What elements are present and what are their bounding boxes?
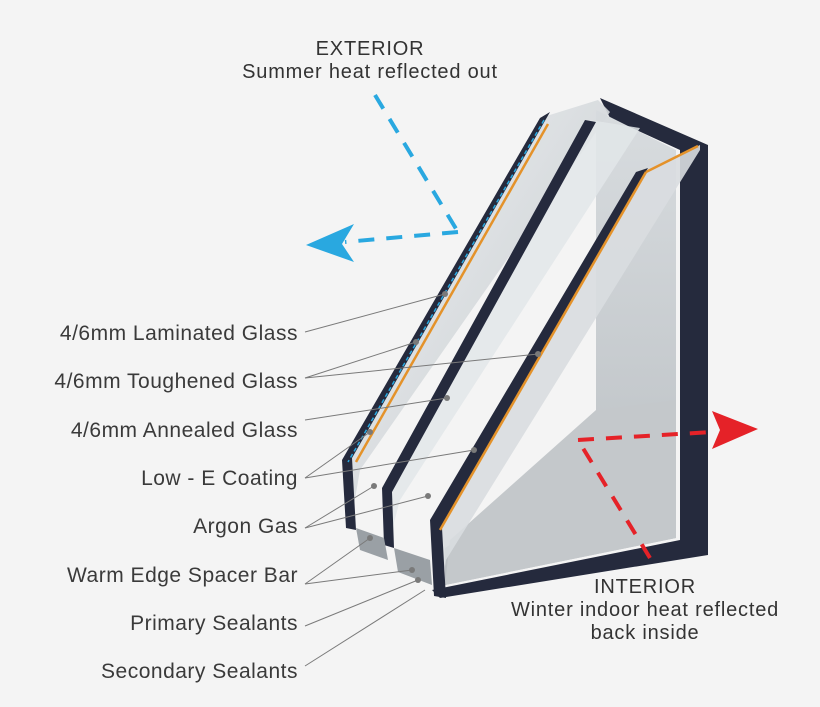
low-e-coating-line <box>354 123 550 463</box>
exterior-heat-arrow <box>306 93 460 262</box>
label-warm-edge-spacer-bar: Warm Edge Spacer Bar <box>67 564 298 587</box>
label-laminated-glass: 4/6mm Laminated Glass <box>59 322 298 345</box>
interior-line2: back inside <box>590 622 700 644</box>
exterior-caption: EXTERIOR Summer heat reflected out <box>200 38 540 84</box>
exterior-title: EXTERIOR <box>315 38 425 60</box>
interior-caption: INTERIOR Winter indoor heat reflected ba… <box>470 576 820 645</box>
inner-sill <box>445 400 676 585</box>
annealed-coating-line <box>438 171 648 531</box>
annealed-coating-top <box>645 144 699 174</box>
annealed-glass <box>434 145 700 598</box>
label-toughened-glass: 4/6mm Toughened Glass <box>54 370 298 393</box>
leader-lines <box>304 293 539 667</box>
label-primary-sealants: Primary Sealants <box>130 612 298 635</box>
label-annealed-glass: 4/6mm Annealed Glass <box>70 419 298 442</box>
spacer-bar-1 <box>356 528 388 560</box>
leader-dots <box>367 291 541 583</box>
frame-back <box>432 98 708 598</box>
interior-heat-arrow <box>576 411 758 560</box>
label-secondary-sealants: Secondary Sealants <box>101 660 298 683</box>
interior-line1: Winter indoor heat reflected <box>510 599 780 621</box>
label-argon-gas: Argon Gas <box>193 515 298 538</box>
laminate-interlayer <box>347 119 545 463</box>
interior-title: INTERIOR <box>594 576 696 598</box>
spacer-bar-2 <box>394 548 432 585</box>
exterior-subtitle: Summer heat reflected out <box>242 61 498 83</box>
toughened-glass <box>385 120 640 545</box>
label-low-e-coating: Low - E Coating <box>141 467 298 490</box>
